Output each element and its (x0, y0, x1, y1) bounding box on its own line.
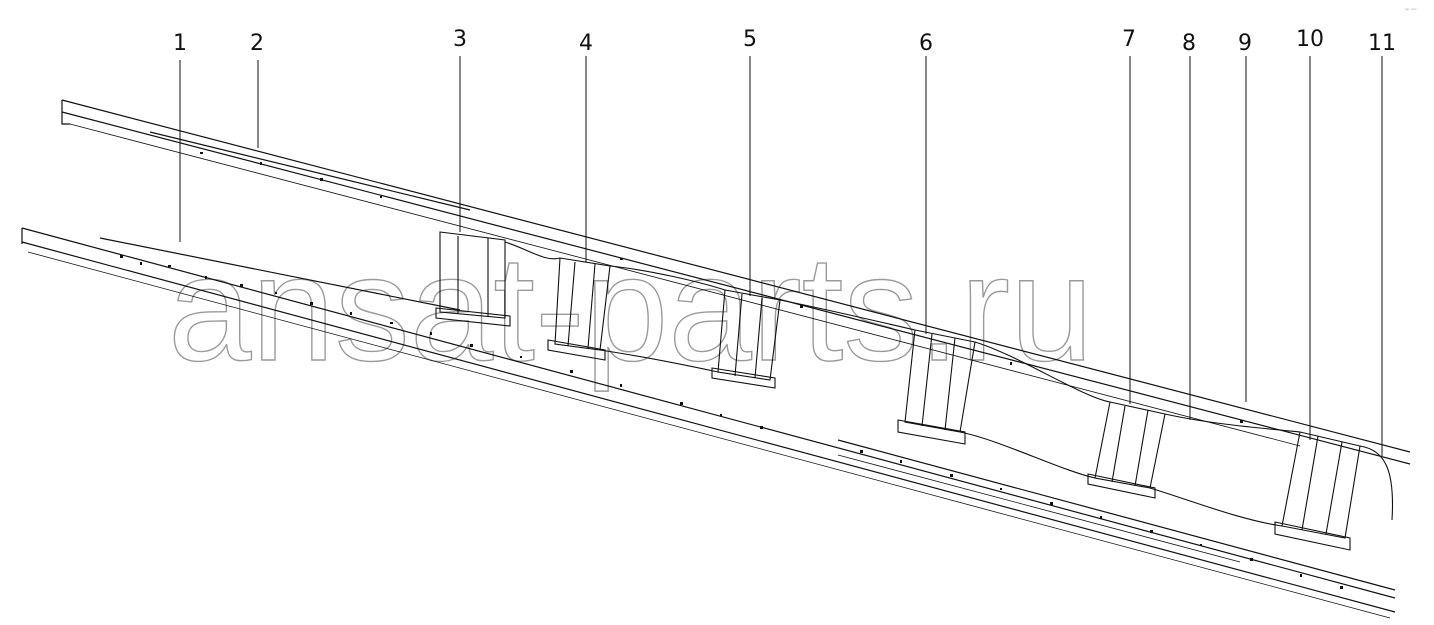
cross-member-f (1274, 431, 1361, 551)
leader-lines (179, 56, 1383, 456)
callout-8: 8 (1182, 31, 1196, 56)
corner-mark: ᵃᵖ ᵒᵒᵒ (1405, 8, 1417, 14)
callout-11: 11 (1368, 31, 1396, 56)
callout-7: 7 (1122, 27, 1136, 52)
near-side-rail (21, 227, 1396, 619)
callout-labels: 1 2 3 4 5 6 7 8 9 10 11 (173, 27, 1396, 56)
callout-4: 4 (579, 31, 593, 56)
callout-3: 3 (453, 27, 467, 52)
cross-member-e (1087, 401, 1166, 499)
callout-9: 9 (1238, 31, 1252, 56)
callout-1: 1 (173, 31, 187, 56)
arched-sections (504, 241, 1394, 527)
callout-5: 5 (743, 27, 757, 52)
rail-perforations (120, 152, 1343, 589)
callout-6: 6 (919, 31, 933, 56)
watermark: ansat-parts.ru (168, 224, 1093, 392)
callout-2: 2 (250, 31, 264, 56)
far-side-rail (61, 99, 1411, 465)
callout-10: 10 (1296, 27, 1324, 52)
cross-member-a (435, 231, 511, 327)
cross-member-c (711, 289, 781, 389)
